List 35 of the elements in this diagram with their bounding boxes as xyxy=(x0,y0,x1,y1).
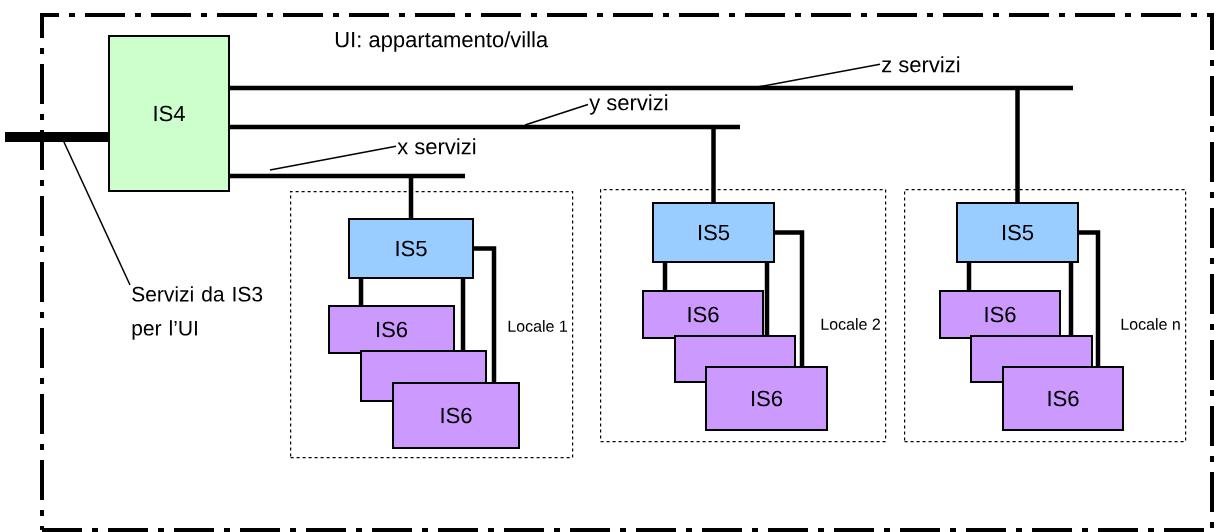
device-box: IS6 xyxy=(705,366,828,431)
region-label: Locale 2 xyxy=(821,318,880,330)
device-box: IS6 xyxy=(642,290,764,339)
link-line xyxy=(1079,230,1101,366)
link-line xyxy=(662,263,668,290)
link-line xyxy=(764,263,770,335)
leader-line xyxy=(62,139,131,286)
bus-label: z servizi xyxy=(882,56,960,73)
region-label: Locale 1 xyxy=(508,320,567,332)
bus-line xyxy=(230,124,743,202)
device-box: IS5 xyxy=(956,202,1079,263)
input-line xyxy=(5,132,108,142)
bus-line xyxy=(230,85,1076,202)
link-line xyxy=(474,246,497,382)
device-box: IS6 xyxy=(1002,366,1124,431)
link-line xyxy=(775,230,805,366)
region-label: Locale n xyxy=(1121,318,1180,330)
device-box: IS6 xyxy=(328,305,455,354)
device-box: IS6 xyxy=(392,382,520,449)
link-line xyxy=(358,279,364,305)
leader-line xyxy=(269,145,397,171)
bus-label: x servizi xyxy=(397,138,476,155)
leader-line xyxy=(524,103,589,126)
device-box: IS4 xyxy=(108,35,230,192)
link-line xyxy=(460,279,466,350)
frame-heading: UI: appartamento/villa xyxy=(335,31,549,52)
link-line xyxy=(1068,263,1074,335)
note-text: Servizi da IS3 per l’UI xyxy=(132,286,263,340)
bus-line xyxy=(230,173,468,218)
device-box: IS5 xyxy=(348,218,474,279)
link-line xyxy=(966,263,972,290)
device-box: IS5 xyxy=(652,202,775,263)
leader-line xyxy=(751,63,881,89)
bus-label: y servizi xyxy=(589,94,668,115)
device-box: IS6 xyxy=(939,290,1061,339)
